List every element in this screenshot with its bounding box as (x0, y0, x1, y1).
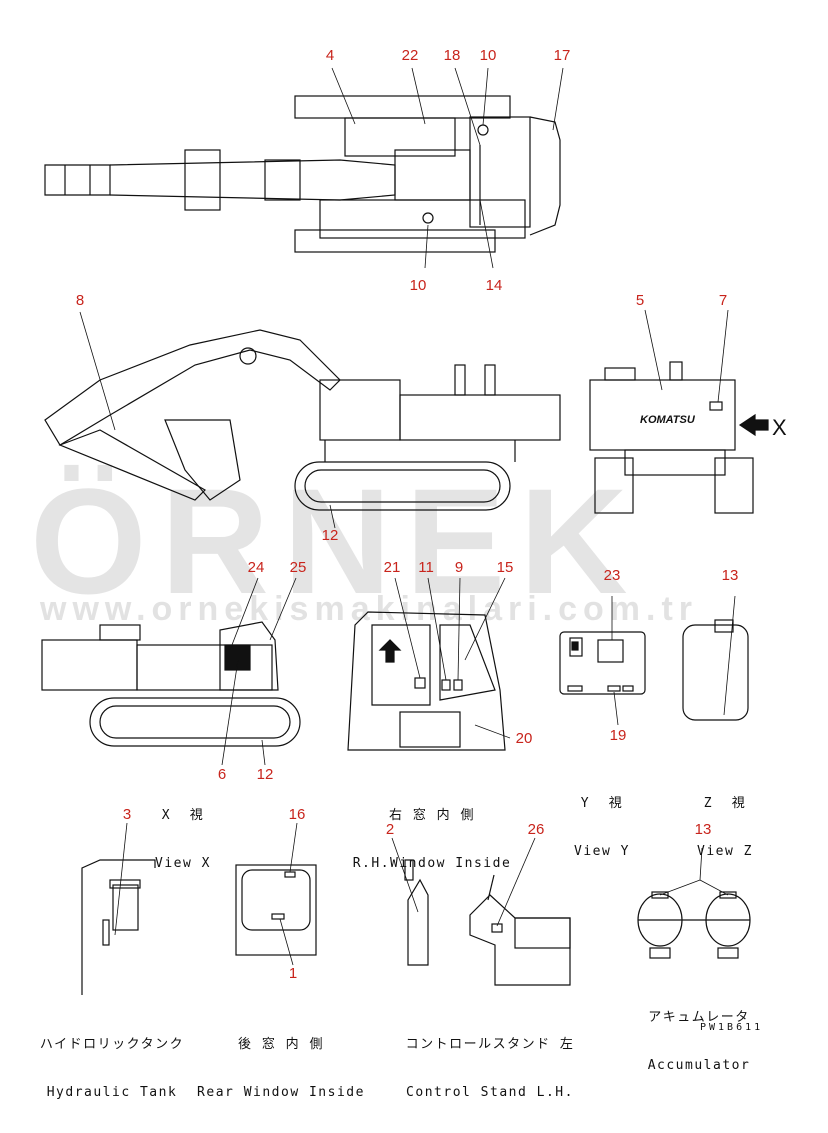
control-stand-drawing (404, 859, 571, 986)
callout-4: 4 (325, 47, 335, 64)
caption-hydraulic-tank-en: Hydraulic Tank (46, 1085, 178, 1100)
caption-view-z-jp: Z 視 (703, 796, 747, 811)
callout-14: 14 (485, 277, 503, 294)
rear-view-leaders (644, 309, 729, 403)
callout-8: 8 (75, 292, 85, 309)
callout-25: 25 (289, 559, 307, 576)
caption-view-z-en: View Z (697, 844, 753, 859)
caption-view-x-jp: X 視 (161, 808, 205, 823)
callout-13-viewz: 13 (721, 567, 739, 584)
caption-accumulator-en: Accumulator (647, 1058, 751, 1073)
caption-view-z: Z 視 View Z (697, 764, 753, 892)
caption-accumulator: アキュムレータ Accumulator (648, 978, 751, 1106)
caption-view-x: X 視 View X (155, 776, 211, 904)
drawing-canvas (41, 67, 769, 995)
caption-rear-window: 後 窓 内 側 Rear Window Inside (197, 1005, 365, 1133)
callout-21: 21 (383, 559, 401, 576)
callout-20: 20 (515, 730, 533, 747)
view-y-drawing (559, 631, 646, 695)
accumulator-drawing (637, 891, 751, 959)
side-view-drawing (44, 329, 561, 511)
caption-view-y-jp: Y 視 (580, 796, 624, 811)
view-x-drawing (41, 621, 301, 747)
callout-7: 7 (718, 292, 728, 309)
caption-rh-window-jp: 右 窓 内 側 (389, 808, 475, 823)
callout-13-accumulator: 13 (694, 821, 712, 838)
caption-rear-window-en: Rear Window Inside (197, 1085, 365, 1100)
caption-rh-window-en: R.H.Window Inside (352, 856, 512, 871)
parts-diagram-sheet: ÖRNEK www.ornekismakinalari.com.tr (30, 47, 787, 1101)
caption-hydraulic-tank: ハイドロリックタンク Hydraulic Tank (40, 1005, 184, 1133)
callout-1: 1 (288, 965, 298, 982)
caption-view-y-en: View Y (574, 844, 630, 859)
view-z-leaders (723, 595, 736, 716)
rear-window-leaders (279, 822, 298, 966)
callout-12-side: 12 (321, 527, 339, 544)
top-view-drawing (44, 95, 561, 253)
callout-6: 6 (217, 766, 227, 783)
caption-rear-window-jp: 後 窓 内 側 (238, 1037, 324, 1052)
watermark-url: www.ornekismakinalari.com.tr (40, 590, 699, 628)
caption-control-stand-jp: コントロールスタンド 左 (405, 1037, 575, 1052)
callout-22: 22 (401, 47, 419, 64)
caption-hydraulic-tank-jp: ハイドロリックタンク (39, 1037, 185, 1052)
callout-2: 2 (385, 821, 395, 838)
callout-11: 11 (418, 559, 434, 576)
callout-16: 16 (288, 806, 306, 823)
rh-window-leaders (394, 577, 511, 739)
callout-15: 15 (496, 559, 514, 576)
brand-plate: KOMATSU (640, 414, 695, 426)
callout-10-bottom: 10 (409, 277, 427, 294)
callout-10-top: 10 (479, 47, 497, 64)
control-stand-leaders (391, 837, 536, 927)
diagram-code: PW1B611 (700, 1022, 764, 1033)
callout-3: 3 (122, 806, 132, 823)
callout-17: 17 (553, 47, 571, 64)
rh-window-drawing (347, 611, 506, 751)
caption-view-x-en: View X (155, 856, 211, 871)
caption-control-stand: コントロールスタンド 左 Control Stand L.H. (406, 1005, 575, 1133)
callout-12-viewx: 12 (256, 766, 274, 783)
watermark-brand: ÖRNEK (30, 457, 642, 625)
caption-view-y: Y 視 View Y (574, 764, 630, 892)
view-x-arrow-label: X (772, 415, 787, 440)
caption-rh-window: 右 窓 内 側 R.H.Window Inside (353, 776, 512, 904)
accumulator-leaders (659, 847, 729, 896)
caption-accumulator-jp: アキュムレータ (648, 1010, 750, 1025)
caption-control-stand-en: Control Stand L.H. (406, 1085, 574, 1100)
callout-18: 18 (443, 47, 461, 64)
callout-19: 19 (609, 727, 627, 744)
top-view-leaders (331, 67, 564, 269)
view-y-leaders (611, 596, 619, 726)
hydraulic-tank-drawing (81, 859, 156, 995)
callout-24: 24 (247, 559, 265, 576)
hydraulic-tank-leaders (114, 822, 128, 936)
view-z-drawing (682, 619, 749, 721)
rear-view-drawing (589, 361, 754, 514)
callout-5: 5 (635, 292, 645, 309)
rear-window-drawing (235, 864, 317, 956)
view-x-leaders (221, 577, 297, 766)
callout-23: 23 (603, 567, 621, 584)
callout-9: 9 (454, 559, 464, 576)
view-x-arrow (738, 413, 769, 437)
callout-26: 26 (527, 821, 545, 838)
side-view-leaders (79, 311, 336, 529)
